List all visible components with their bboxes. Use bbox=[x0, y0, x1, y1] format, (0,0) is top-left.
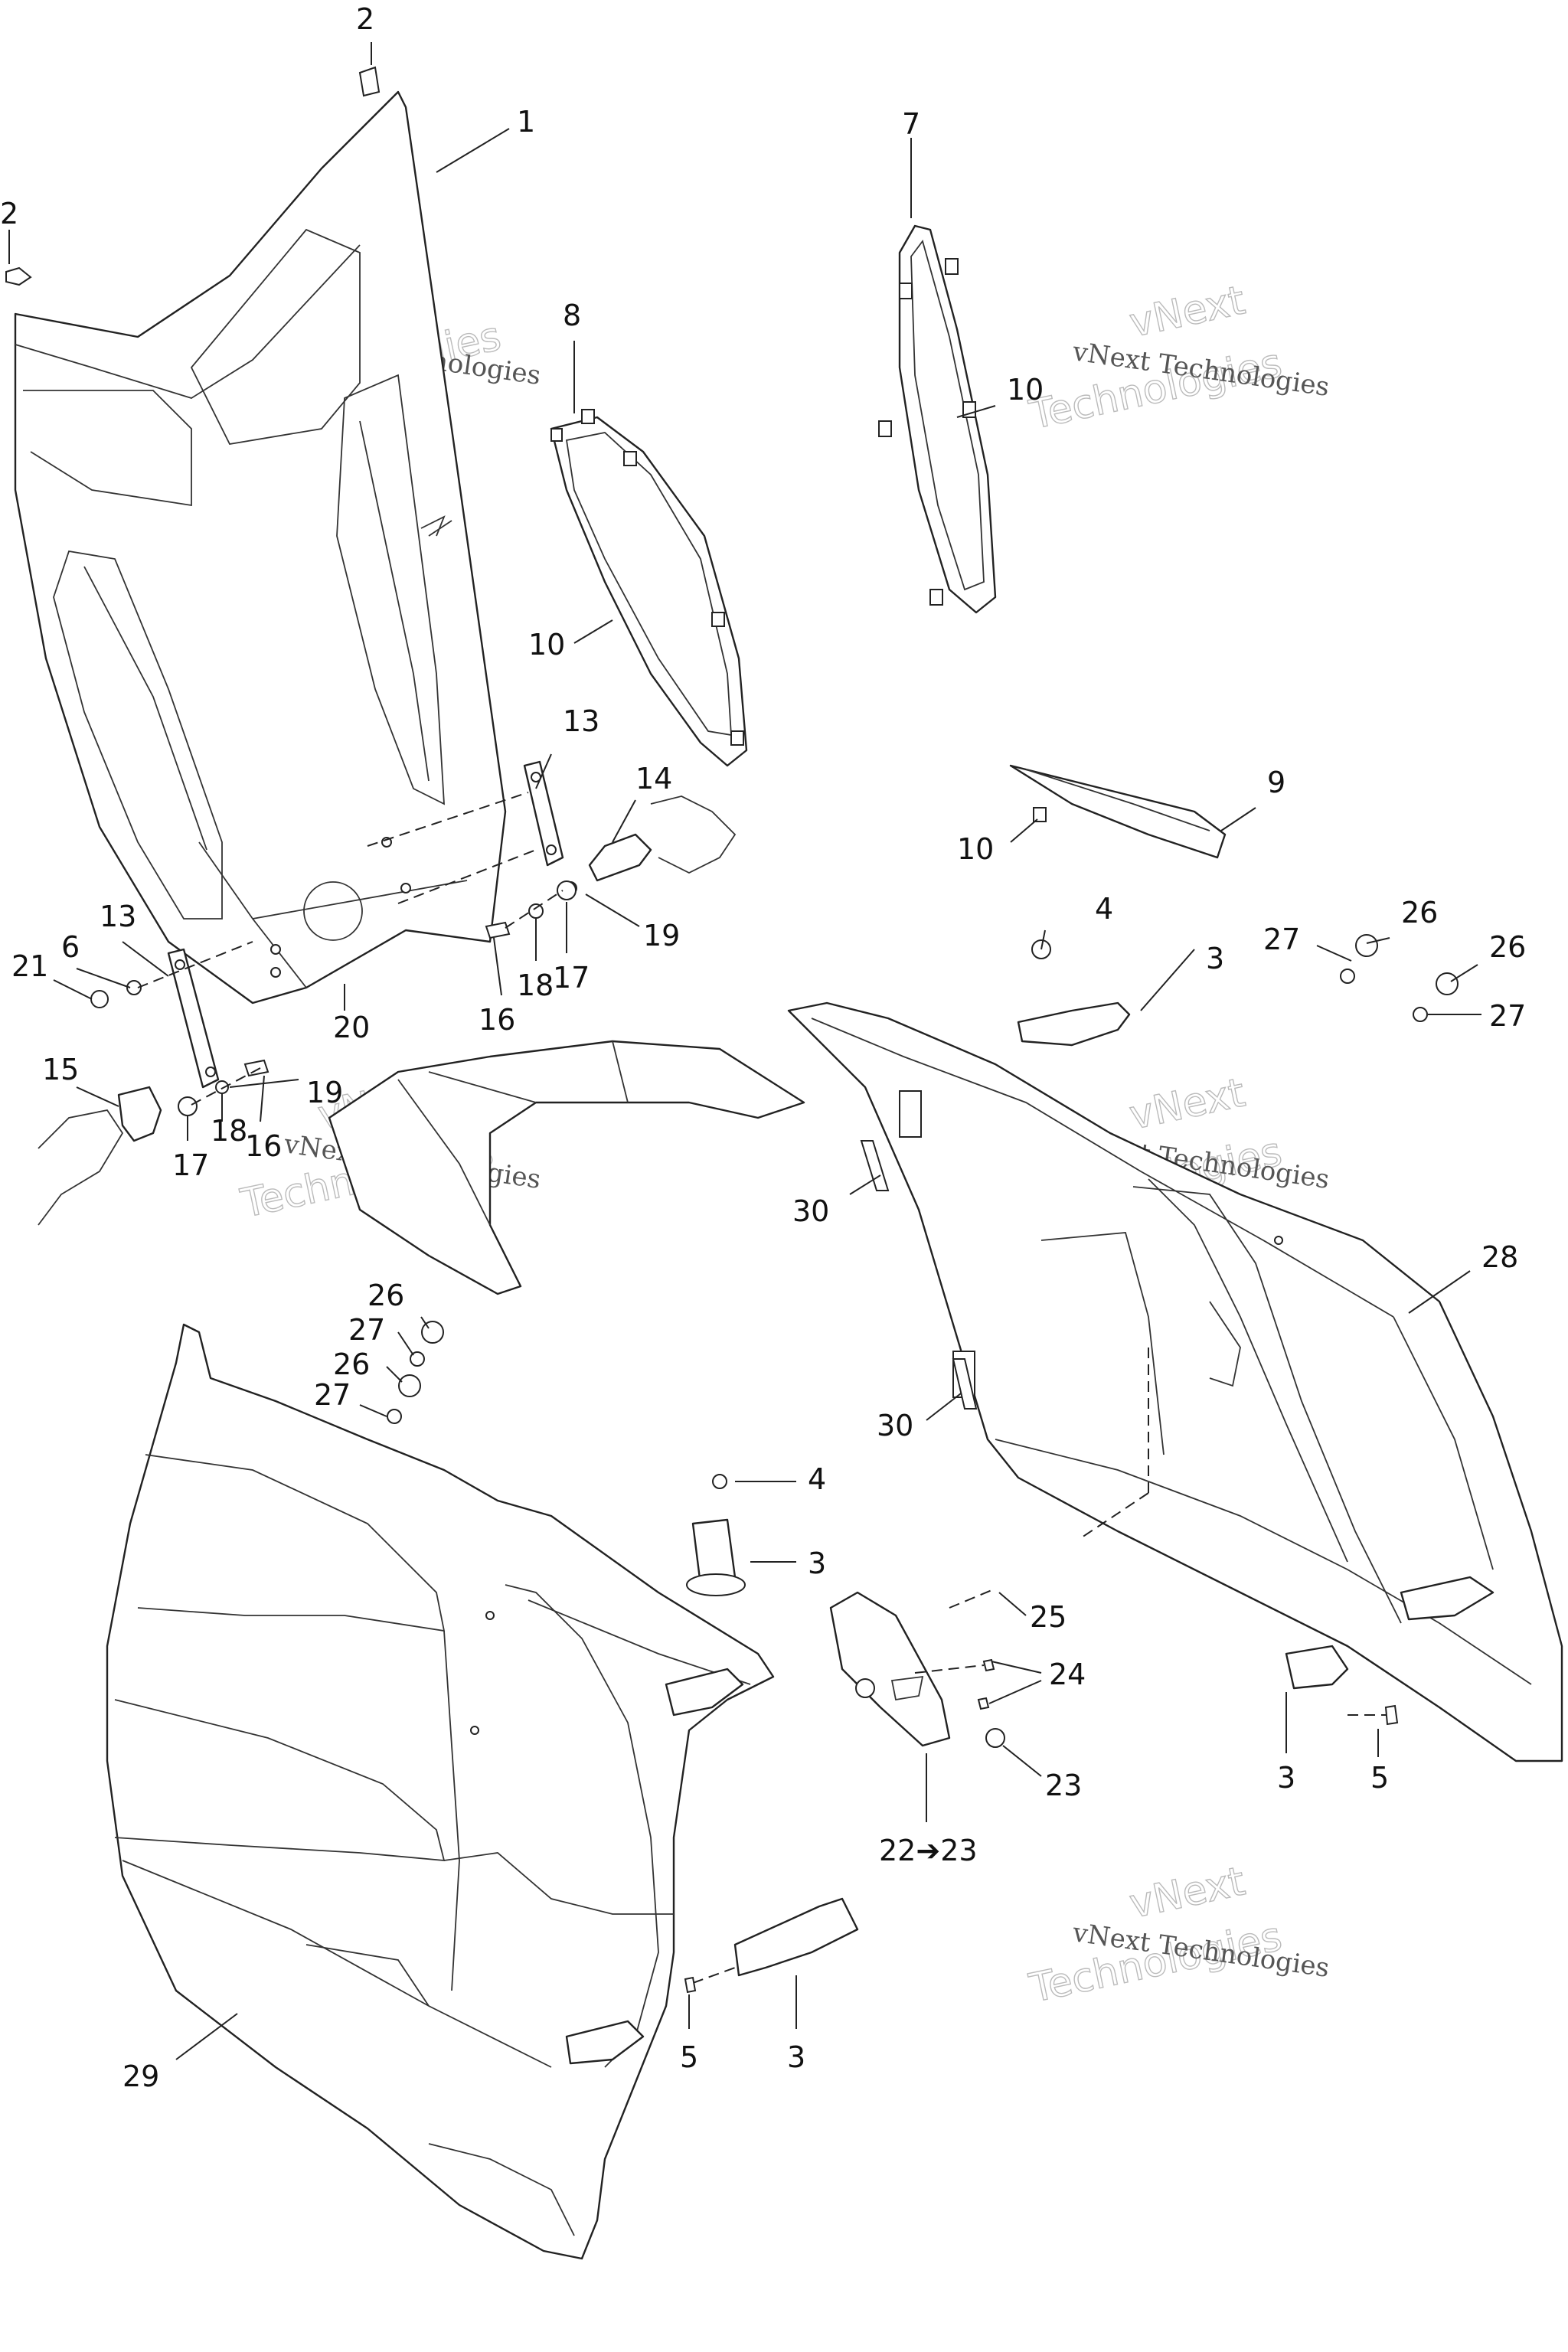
callout-27-left-b: 27 bbox=[314, 1378, 351, 1412]
callout-18-left: 18 bbox=[211, 1114, 247, 1148]
callout-17-right: 17 bbox=[553, 961, 590, 995]
push-rivet-left bbox=[5, 230, 32, 286]
callout-22-23: 22➔23 bbox=[879, 1834, 978, 1867]
callout-27-right-b: 27 bbox=[1489, 999, 1526, 1033]
callout-16-right: 16 bbox=[479, 1003, 515, 1037]
callout-23: 23 bbox=[1045, 1769, 1082, 1802]
mounting-bracket bbox=[829, 1588, 1005, 1748]
callout-29: 29 bbox=[122, 2060, 159, 2093]
hinge-assembly-right bbox=[367, 760, 737, 939]
latch-middle bbox=[686, 1474, 746, 1596]
callout-27-right-a: 27 bbox=[1263, 923, 1300, 956]
callout-30-upper: 30 bbox=[792, 1194, 829, 1228]
callout-14: 14 bbox=[635, 762, 672, 795]
push-rivet-top bbox=[358, 42, 381, 97]
callout-labels: 1 2 2 7 8 9 10 10 10 13 14 16 18 17 19 2… bbox=[0, 2, 1526, 2093]
callout-20: 20 bbox=[333, 1011, 370, 1044]
callout-13-right: 13 bbox=[563, 704, 599, 738]
callout-19-left: 19 bbox=[306, 1076, 343, 1109]
latch-right-lower bbox=[1285, 1645, 1399, 1726]
frame-tube-section bbox=[328, 1040, 805, 1295]
side-vent-grille-left bbox=[550, 409, 748, 767]
callout-3-lower: 3 bbox=[787, 2040, 805, 2074]
callout-3-upper: 3 bbox=[1206, 942, 1224, 975]
callout-21: 21 bbox=[11, 949, 48, 983]
callout-26-right-a: 26 bbox=[1401, 896, 1438, 929]
latch-upper bbox=[1017, 939, 1131, 1047]
callout-8: 8 bbox=[563, 299, 581, 332]
bolts-washers-left bbox=[387, 1321, 444, 1424]
right-side-panel bbox=[787, 1001, 1563, 1762]
callout-3-right: 3 bbox=[1277, 1761, 1295, 1795]
callout-30-lower: 30 bbox=[877, 1409, 913, 1442]
callout-26-right-b: 26 bbox=[1489, 930, 1526, 964]
callout-16-left: 16 bbox=[245, 1129, 282, 1163]
callout-18-right: 18 bbox=[517, 969, 554, 1002]
callout-15: 15 bbox=[42, 1053, 79, 1086]
watermark-bottom-right: vNext Technologies vNext Technologies bbox=[1025, 1858, 1331, 2013]
callout-10-left: 10 bbox=[528, 628, 565, 662]
callout-27-left-a: 27 bbox=[348, 1313, 385, 1347]
upper-side-panel bbox=[14, 90, 507, 1004]
callout-13-left: 13 bbox=[100, 900, 136, 933]
callout-17-left: 17 bbox=[172, 1148, 209, 1182]
small-trim-cover bbox=[1009, 764, 1227, 859]
watermark-top-right: vNext Technologies vNext Technologies bbox=[1025, 277, 1331, 439]
bolts-washers-right bbox=[1340, 934, 1459, 1022]
callout-26-left-b: 26 bbox=[333, 1348, 370, 1381]
callout-19-right: 19 bbox=[643, 919, 680, 952]
callout-10-right: 10 bbox=[1007, 373, 1044, 407]
callout-25: 25 bbox=[1030, 1600, 1067, 1634]
latch-lower-handle bbox=[684, 1897, 859, 1994]
callout-7: 7 bbox=[902, 107, 920, 141]
callout-4-lower: 4 bbox=[808, 1462, 826, 1496]
callout-2-top: 2 bbox=[356, 2, 374, 36]
side-vent-grille-right bbox=[878, 224, 997, 614]
callout-26-left-a: 26 bbox=[368, 1279, 404, 1312]
callout-24: 24 bbox=[1049, 1658, 1086, 1691]
callout-3-middle: 3 bbox=[808, 1547, 826, 1580]
callout-5-right: 5 bbox=[1370, 1761, 1389, 1795]
callout-1: 1 bbox=[517, 105, 535, 139]
svg-text:vNext: vNext bbox=[1125, 1858, 1249, 1927]
foam-strip-upper bbox=[860, 1140, 890, 1191]
lower-side-panel bbox=[106, 1323, 775, 2260]
leader-lines bbox=[53, 128, 1481, 2060]
callout-5-lower: 5 bbox=[680, 2040, 698, 2074]
callout-2-left: 2 bbox=[0, 197, 18, 230]
callout-4-upper: 4 bbox=[1095, 892, 1113, 926]
callout-6: 6 bbox=[61, 930, 80, 964]
callout-10-lower: 10 bbox=[957, 832, 994, 866]
svg-text:vNext: vNext bbox=[1125, 1070, 1249, 1138]
foam-strip-lower bbox=[952, 1358, 978, 1410]
callout-9: 9 bbox=[1267, 766, 1285, 799]
svg-text:vNext: vNext bbox=[1125, 277, 1249, 346]
callout-28: 28 bbox=[1481, 1240, 1518, 1274]
